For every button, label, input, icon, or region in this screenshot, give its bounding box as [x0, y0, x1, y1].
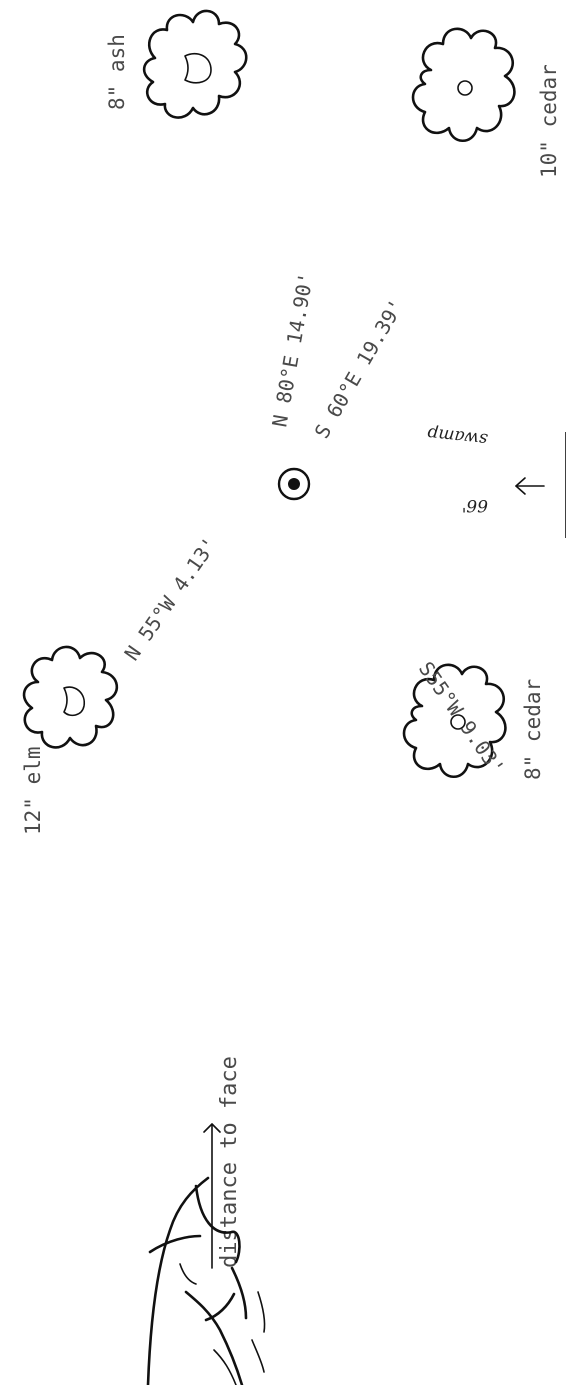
- tree-cedar-ne-symbol: [413, 29, 514, 141]
- tree-elm-symbol: [24, 647, 117, 747]
- bearing-to-ash: N 80°E 14.90': [267, 271, 318, 429]
- tree-cedar-sw-label: 8" cedar: [521, 679, 545, 780]
- swamp-label: swamp: [426, 423, 488, 449]
- bearing-to-elm: N 55°W 4.13': [119, 533, 222, 665]
- tree-ash-symbol: [144, 11, 246, 118]
- tree-ash-label: 8" ash: [105, 34, 129, 110]
- rock-face-sketch: [148, 1178, 265, 1385]
- bearing-to-cedar-sw: S55°W 9.03': [414, 657, 510, 779]
- swamp-distance-label: 66': [462, 495, 488, 515]
- tree-cedar-ne-label: 10" cedar: [537, 64, 561, 178]
- swamp-arrow: [516, 478, 544, 494]
- bearing-to-cedar-ne: S 60°E 19.39': [310, 295, 409, 443]
- tree-elm-label: 12" elm: [21, 746, 45, 835]
- reference-point-marker: [279, 469, 309, 499]
